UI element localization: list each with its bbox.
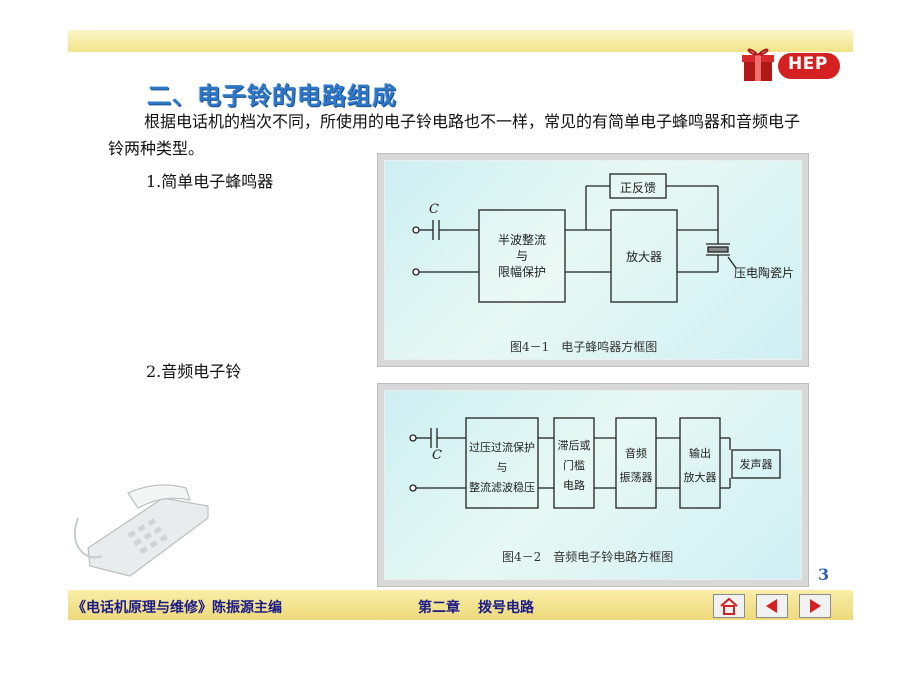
page-title: 二、电子铃的电路组成 (147, 82, 397, 110)
oscillator-line-2: 振荡器 (619, 471, 653, 484)
oscillator-block-label: 音频 振荡器 (616, 442, 656, 490)
trigger-line-1: 滞后或 (557, 439, 591, 452)
feedback-block-label: 正反馈 (619, 181, 656, 195)
audio-bell-block-diagram (409, 417, 781, 509)
trigger-line-2: 门槛 (563, 459, 585, 472)
diagram-2-caption: 图4－2 音频电子铃电路方框图 (502, 550, 674, 564)
chapter-number: 第二章 (418, 600, 460, 616)
protect-line-2: 与 (496, 461, 508, 474)
gift-box-icon (742, 48, 840, 81)
intro-paragraph: 根据电话机的档次不同，所使用的电子铃电路也不一样，常见的有简单电子蜂鸣器和音频电… (108, 108, 808, 162)
capacitor-label: C (429, 202, 439, 217)
buzzer-block-diagram (412, 173, 737, 303)
piezo-label: 压电陶瓷片 (734, 266, 795, 280)
diagram-1-caption: 图4－1 电子蜂鸣器方框图 (510, 340, 658, 354)
book-title: 《电话机原理与维修》陈振源主编 (72, 600, 282, 616)
protect-block-label: 过压过流保护 与 整流滤波稳压 (466, 438, 538, 498)
rectifier-line-2: 与 (515, 249, 528, 263)
output-amp-line-1: 输出 (689, 447, 711, 460)
rectifier-block-label: 半波整流 与 限幅保护 (479, 232, 565, 280)
trigger-block-label: 滞后或 门槛 电路 (554, 436, 594, 496)
section-1-heading: 1.简单电子蜂鸣器 (146, 172, 274, 191)
home-button[interactable] (713, 594, 745, 618)
diagram-1-panel: C 半波整流 与 限幅保护 正反馈 放大器 压电陶瓷片 图4－1 电子蜂鸣器方框… (377, 153, 809, 367)
protect-line-3: 整流滤波稳压 (469, 481, 535, 494)
sounder-block-label: 发声器 (739, 458, 773, 471)
amplifier-block-label: 放大器 (625, 250, 662, 264)
rectifier-line-1: 半波整流 (497, 233, 546, 247)
chapter-title: 拨号电路 (478, 600, 534, 616)
trigger-line-3: 电路 (563, 479, 585, 492)
page-number: 3 (818, 565, 830, 584)
next-button[interactable] (799, 594, 831, 618)
section-2-heading: 2.音频电子铃 (146, 362, 242, 381)
prev-button[interactable] (756, 594, 788, 618)
diagram-2-panel: C 过压过流保护 与 整流滤波稳压 滞后或 门槛 电路 音频 振荡器 输出 放大… (377, 383, 809, 587)
telephone-image (73, 484, 209, 577)
prev-arrow-icon (766, 599, 777, 613)
output-amp-block-label: 输出 放大器 (680, 442, 720, 490)
hep-logo-text: HEP (788, 54, 828, 74)
intro-text: 根据电话机的档次不同，所使用的电子铃电路也不一样，常见的有简单电子蜂鸣器和音频电… (108, 112, 801, 158)
next-arrow-icon (810, 599, 821, 613)
home-icon (720, 597, 738, 615)
header-band (68, 30, 853, 52)
oscillator-line-1: 音频 (625, 447, 647, 460)
output-amp-line-2: 放大器 (683, 471, 717, 484)
chapter-info: 第二章 拨号电路 (418, 597, 552, 617)
capacitor-label-2: C (432, 448, 442, 463)
protect-line-1: 过压过流保护 (469, 441, 535, 454)
rectifier-line-3: 限幅保护 (497, 265, 546, 279)
